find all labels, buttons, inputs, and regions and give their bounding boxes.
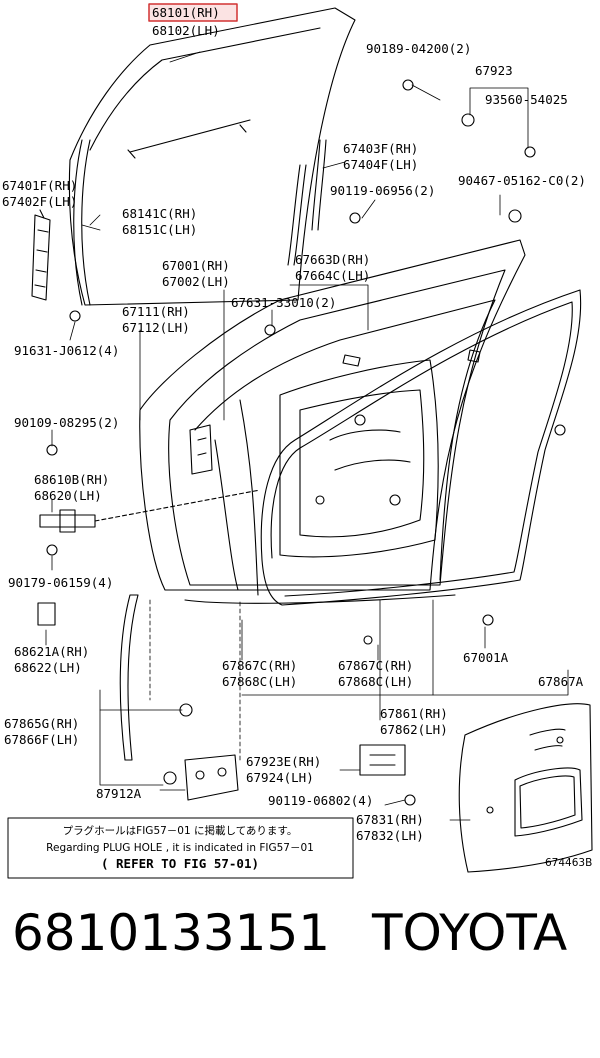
label-67402: 67402F(LH) [2, 194, 77, 209]
label-67868b: 67868C(LH) [338, 674, 413, 689]
label-68101: 68101(RH) [152, 5, 220, 20]
door-shell [139, 239, 526, 604]
label-90467: 90467-05162-C0(2) [458, 173, 586, 188]
label-68620: 68620(LH) [34, 488, 102, 503]
label-67001A: 67001A [463, 650, 509, 665]
label-67924: 67924(LH) [246, 770, 314, 785]
door-check [39, 489, 261, 533]
label-67401: 67401F(RH) [2, 178, 77, 193]
label-90109: 90109-08295(2) [14, 415, 119, 430]
highlight-box [148, 3, 238, 22]
brand-name: TOYOTA [372, 904, 568, 962]
label-67664: 67664C(LH) [295, 268, 370, 283]
label-67867b: 67867C(RH) [338, 658, 413, 673]
label-68102: 68102(LH) [152, 23, 220, 38]
figure-code: 674463B [545, 857, 592, 869]
label-67862: 67862(LH) [380, 722, 448, 737]
note-line-jp: プラグホールはFIG57－01 に掲載してあります。 [63, 824, 298, 837]
label-67832: 67832(LH) [356, 828, 424, 843]
door-glass [68, 7, 356, 306]
label-91631: 91631-J0612(4) [14, 343, 119, 358]
label-67923: 67923 [475, 63, 513, 78]
label-93560: 93560-54025 [485, 92, 568, 107]
note-box [7, 817, 354, 879]
label-67867a: 67867C(RH) [222, 658, 297, 673]
lock-bracket [359, 744, 406, 776]
label-67403: 67403F(RH) [343, 141, 418, 156]
label-67111: 67111(RH) [122, 304, 190, 319]
label-67865: 67865G(RH) [4, 716, 79, 731]
label-68622: 68622(LH) [14, 660, 82, 675]
label-67631: 67631-33010(2) [231, 295, 336, 310]
note-text: プラグホールはFIG57－01 に掲載してあります。 Regarding PLU… [46, 824, 314, 871]
label-67112: 67112(LH) [122, 320, 190, 335]
part-labels: 68101(RH) 68102(LH) 90189-04200(2) 67923… [2, 5, 592, 869]
label-67868a: 67868C(LH) [222, 674, 297, 689]
label-90119a: 90119-06956(2) [330, 183, 435, 198]
part-number: 6810133151 [12, 904, 331, 962]
note-line-en: Regarding PLUG HOLE , it is indicated in… [46, 842, 314, 854]
label-68621: 68621A(RH) [14, 644, 89, 659]
leader-lines [45, 51, 569, 821]
label-67663: 67663D(RH) [295, 252, 370, 267]
label-90189: 90189-04200(2) [366, 41, 471, 56]
service-hole-cover [458, 703, 593, 873]
label-90179: 90179-06159(4) [8, 575, 113, 590]
label-67866: 67866F(LH) [4, 732, 79, 747]
glass-run [73, 139, 327, 306]
hinge-parts [37, 424, 213, 626]
label-67002: 67002(LH) [162, 274, 230, 289]
label-67831: 67831(RH) [356, 812, 424, 827]
label-87912: 87912A [96, 786, 142, 801]
front-lower-trim [119, 594, 239, 801]
regulator-rails [31, 209, 51, 301]
note-line-ref: ( REFER TO FIG 57-01) [101, 856, 259, 871]
label-68151: 68151C(LH) [122, 222, 197, 237]
label-68610: 68610B(RH) [34, 472, 109, 487]
label-67923E: 67923E(RH) [246, 754, 321, 769]
label-67404: 67404F(LH) [343, 157, 418, 172]
label-67001: 67001(RH) [162, 258, 230, 273]
weatherstrip [260, 289, 582, 606]
label-67861: 67861(RH) [380, 706, 448, 721]
inner-panel [279, 349, 481, 558]
label-90119b: 90119-06802(4) [268, 793, 373, 808]
label-68141: 68141C(RH) [122, 206, 197, 221]
fasteners [46, 79, 566, 806]
label-67867A: 67867A [538, 674, 584, 689]
